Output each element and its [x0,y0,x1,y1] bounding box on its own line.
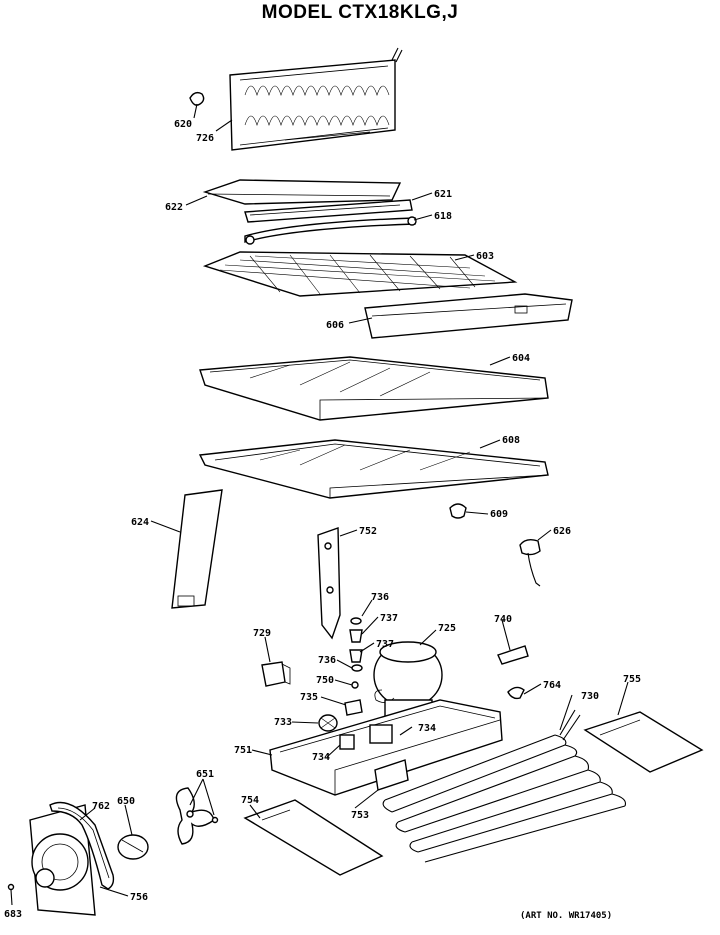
label-756: 756 [130,892,148,903]
leader-lines [10,103,629,906]
label-730: 730 [581,691,599,702]
base-pan-751 [269,699,503,796]
condenser-730 [382,709,627,863]
label-734-left: 734 [312,752,330,763]
label-750: 750 [316,675,334,686]
fan-shroud-756 [29,804,96,916]
cover-755 [583,711,704,773]
evaporator-coil-726 [229,47,403,151]
label-764: 764 [543,680,561,691]
label-762: 762 [92,801,110,812]
heater-618 [244,216,417,245]
label-753: 753 [351,810,369,821]
label-621: 621 [434,189,452,200]
label-740: 740 [494,614,512,625]
label-755: 755 [623,674,641,685]
clip-735 [344,699,363,716]
label-624: 624 [131,517,149,528]
label-726: 726 [196,133,214,144]
label-606: 606 [326,320,344,331]
label-754: 754 [241,795,259,806]
label-620: 620 [174,119,192,130]
label-735: 735 [300,692,318,703]
fan-motor-733 [318,714,338,732]
freezer-floor-608 [198,439,549,499]
label-683: 683 [4,909,22,920]
duct-panel-624 [171,489,223,609]
fan-motor-650 [117,834,149,860]
damper-609 [449,503,467,519]
bracket-752 [317,527,341,640]
bracket-753 [374,759,409,791]
heater-bracket-621 [244,199,413,223]
label-618: 618 [434,211,452,222]
overload-740 [497,645,529,665]
label-608: 608 [502,435,520,446]
fan-blade-651 [175,787,219,845]
label-752: 752 [359,526,377,537]
art-number: (ART NO. WR17405) [520,911,613,921]
label-736-lower: 736 [318,655,336,666]
freezer-shelf-604 [199,356,549,421]
label-650: 650 [117,796,135,807]
cover-754 [243,799,384,876]
label-626: 626 [553,526,571,537]
label-609: 609 [490,509,508,520]
washer-750 [351,681,359,689]
label-733: 733 [274,717,292,728]
label-603: 603 [476,251,494,262]
label-622: 622 [165,202,183,213]
evaporator-cover-622 [202,179,402,205]
grommet-736-737 [349,617,363,672]
label-737-upper: 737 [380,613,398,624]
label-729: 729 [253,628,271,639]
label-736-upper: 736 [371,592,389,603]
relay-729 [261,661,291,687]
label-737-lower: 737 [376,639,394,650]
label-751: 751 [234,745,252,756]
part-labels: 620 726 622 621 618 603 606 604 608 609 … [4,119,641,920]
shelf-rear-606 [364,293,573,339]
thermostat-626 [519,538,541,587]
screw-683 [7,883,15,891]
label-734-right: 734 [418,723,436,734]
clip-620 [189,91,205,106]
gasket-762 [49,801,115,890]
clip-764 [507,686,525,700]
label-651: 651 [196,769,214,780]
grille-603 [202,251,518,297]
diagram-title: MODEL CTX18KLG,J [261,2,459,23]
label-604: 604 [512,353,530,364]
label-725: 725 [438,623,456,634]
